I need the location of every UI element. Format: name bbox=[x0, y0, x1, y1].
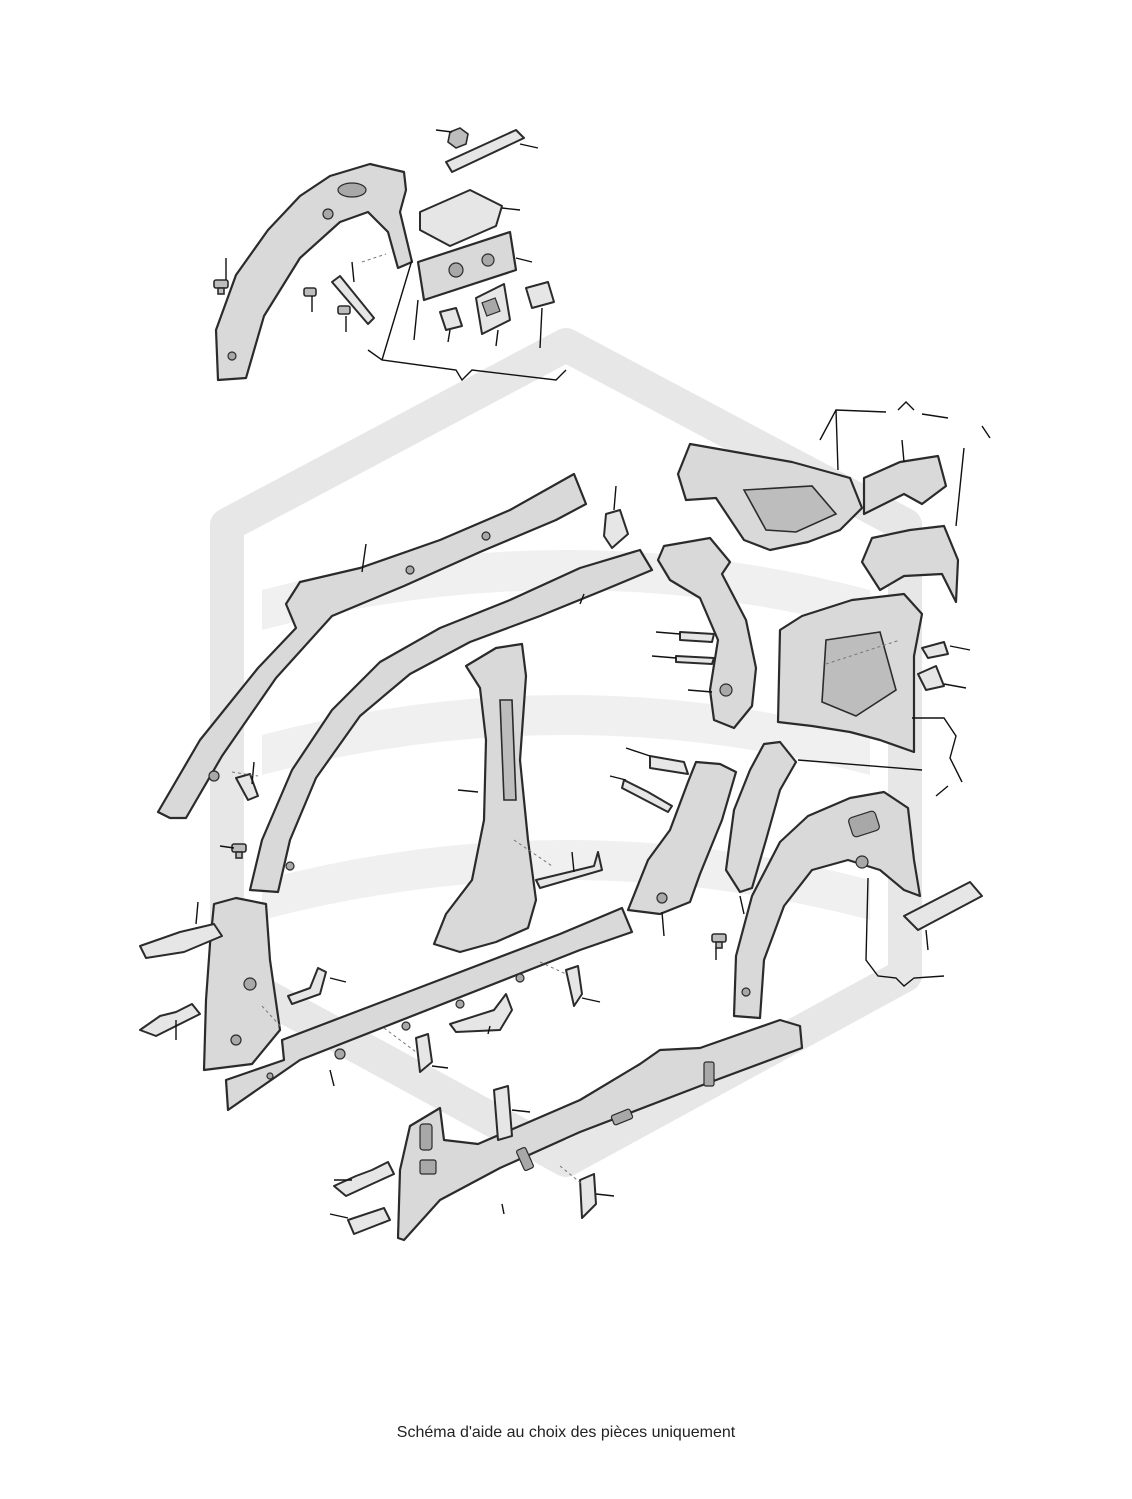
bolt-icon[interactable] bbox=[337, 305, 351, 315]
rear-pillar-lower-piece[interactable] bbox=[860, 524, 960, 604]
rear-wheelhouse-outer[interactable] bbox=[732, 790, 922, 1020]
filler-block[interactable] bbox=[347, 1207, 391, 1235]
front-pillar-lower[interactable] bbox=[202, 896, 282, 1072]
front-pillar-roof-rail[interactable] bbox=[156, 472, 588, 820]
clip-bracket[interactable] bbox=[649, 755, 689, 775]
hook-clip[interactable] bbox=[235, 773, 259, 801]
bolt-icon[interactable] bbox=[711, 933, 727, 949]
sill-gusset[interactable] bbox=[493, 1085, 513, 1141]
sill-clip[interactable] bbox=[579, 1173, 597, 1219]
top-parts-group[interactable] bbox=[213, 127, 567, 382]
rear-wheelhouse-panel[interactable] bbox=[214, 162, 414, 382]
quarter-panel-reinforcement[interactable] bbox=[724, 740, 798, 894]
middle-parts-group[interactable] bbox=[156, 472, 798, 954]
wire-harness-bracket[interactable] bbox=[139, 1003, 201, 1037]
center-pillar[interactable] bbox=[432, 642, 538, 954]
right-upper-parts-group[interactable] bbox=[676, 401, 991, 797]
inner-roof-rail[interactable] bbox=[248, 548, 654, 894]
wire-harness-bracket[interactable] bbox=[333, 1161, 395, 1197]
sensor-bracket[interactable] bbox=[603, 509, 629, 549]
diagram-caption: Schéma d'aide au choix des pièces unique… bbox=[396, 1424, 736, 1441]
door-check-bracket[interactable] bbox=[535, 851, 603, 889]
small-clip[interactable] bbox=[917, 665, 945, 691]
sill-bracket[interactable] bbox=[449, 993, 513, 1033]
left-lower-parts-group[interactable] bbox=[139, 896, 347, 1072]
rear-pillar-reinforcement[interactable] bbox=[626, 760, 738, 916]
sill-clip[interactable] bbox=[415, 1033, 433, 1073]
rear-pillar-inner[interactable] bbox=[656, 536, 758, 730]
bolt-icon[interactable] bbox=[303, 287, 317, 297]
sill-parts-group[interactable] bbox=[224, 906, 804, 1242]
small-clip[interactable] bbox=[921, 641, 949, 659]
reinforcement-box[interactable] bbox=[416, 230, 518, 302]
small-bracket[interactable] bbox=[525, 281, 555, 309]
right-lower-parts-group[interactable] bbox=[711, 790, 983, 1020]
rear-trim-strip[interactable] bbox=[903, 881, 983, 931]
bracket-bar[interactable] bbox=[331, 275, 375, 325]
inner-sill-panel[interactable] bbox=[396, 1018, 804, 1242]
clip-bracket[interactable] bbox=[621, 779, 673, 813]
clip-bracket[interactable] bbox=[675, 655, 715, 665]
outer-sill-panel[interactable] bbox=[224, 906, 634, 1112]
clip-bracket[interactable] bbox=[679, 631, 715, 643]
nut-icon[interactable] bbox=[447, 127, 469, 149]
rear-pillar-upper-piece[interactable] bbox=[862, 454, 948, 516]
hinge-reinforcement[interactable] bbox=[139, 923, 223, 959]
support-tray[interactable] bbox=[419, 189, 503, 247]
sill-clip[interactable] bbox=[565, 965, 583, 1007]
bolt-icon[interactable] bbox=[213, 279, 229, 295]
small-bracket[interactable] bbox=[439, 307, 463, 331]
latch-bracket[interactable] bbox=[287, 967, 327, 1005]
roof-rail-bracket[interactable] bbox=[445, 129, 525, 173]
